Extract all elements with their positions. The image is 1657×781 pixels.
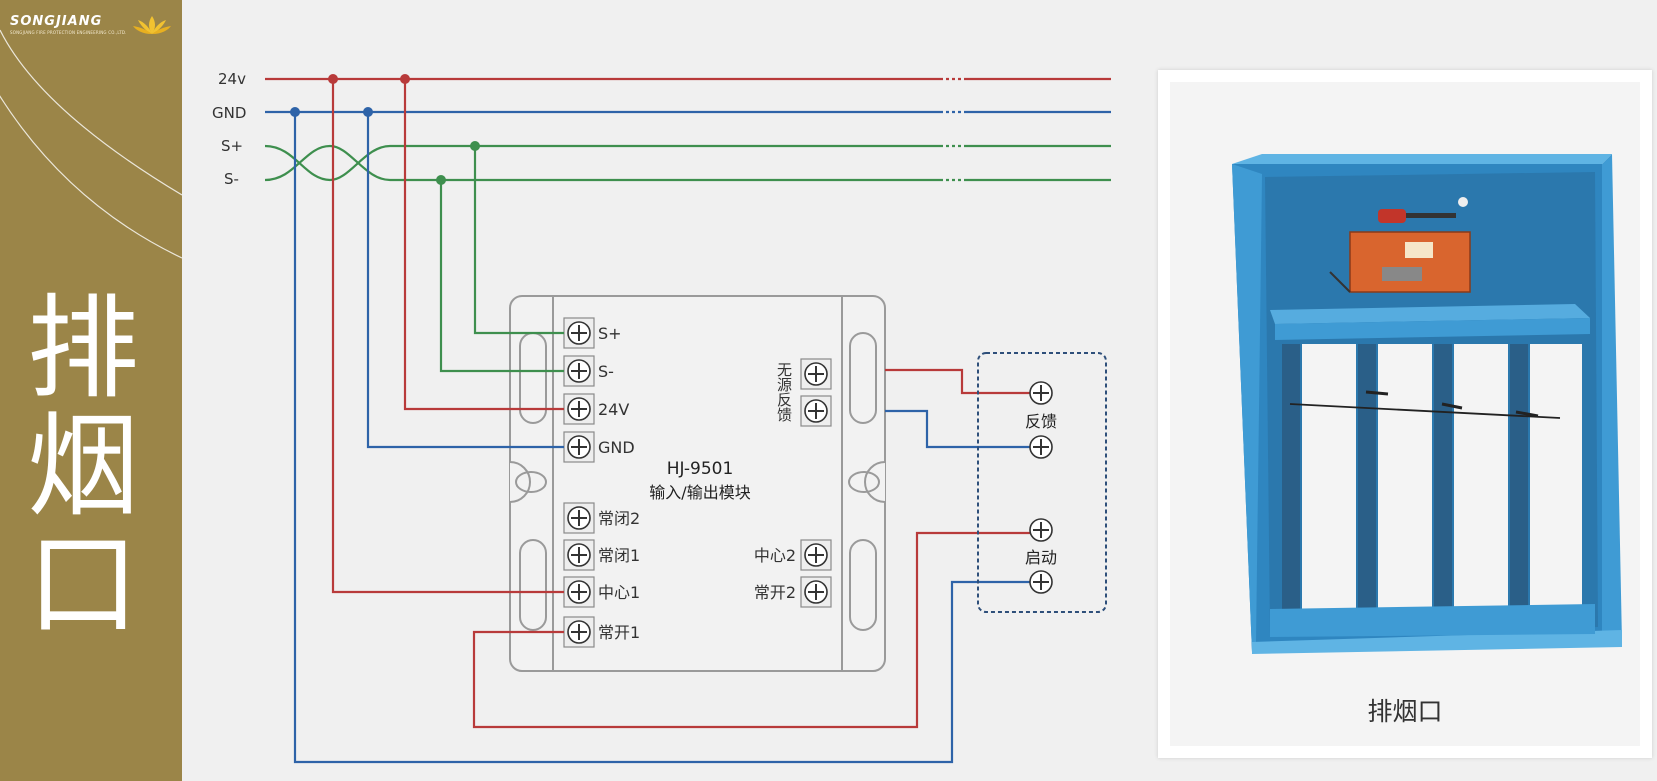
terminal-label-nc2: 常闭2: [598, 509, 640, 528]
screw-terminal-icon: [1029, 435, 1053, 459]
bus-label-s-plus: S+: [221, 137, 243, 155]
screw-terminal-icon: [563, 616, 595, 648]
bus-line-s-minus: [264, 144, 1111, 182]
wire-gnd-start: [293, 112, 1034, 764]
sidebar-title-char: 排: [27, 284, 139, 414]
wire-feedback-2: [885, 409, 1035, 449]
bus-label-s-minus: S-: [224, 170, 239, 188]
wire-s-plus: [473, 146, 564, 335]
terminal-label-nc1: 常闭1: [598, 546, 640, 565]
screw-terminal-icon: [1029, 570, 1053, 594]
wire-gnd: [366, 112, 564, 449]
module-name: 输入/输出模块: [649, 483, 750, 502]
terminal-label-gnd: GND: [598, 438, 635, 457]
terminal-label-24v: 24V: [598, 400, 629, 419]
brand-company: SONGJIANG FIRE PROTECTION ENGINEERING CO…: [10, 30, 127, 35]
wire-no1-start: [472, 531, 1034, 729]
wire-24v-com1: [331, 79, 564, 594]
terminal-label-no2: 常开2: [754, 583, 796, 602]
sidebar-title: 排 烟 口: [18, 290, 148, 644]
damper-photo: 排烟口: [1170, 82, 1640, 746]
smoke-exhaust-damper-illustration: [1232, 154, 1622, 654]
terminal-label-s-minus: S-: [598, 362, 614, 381]
screw-terminal-icon: [563, 539, 595, 571]
module-model: HJ-9501: [667, 459, 734, 479]
screw-terminal-icon: [563, 317, 595, 349]
wire-feedback-1: [885, 368, 1035, 395]
sidebar-title-char: 烟: [27, 402, 139, 532]
screw-terminal-icon: [1029, 518, 1053, 542]
screw-terminal-icon: [563, 576, 595, 608]
screw-terminal-icon: [563, 393, 595, 425]
brand-logo: SONGJIANG SONGJIANG FIRE PROTECTION ENGI…: [10, 14, 171, 35]
device-feedback-label: 反馈: [1025, 412, 1057, 431]
terminal-label-passive-feedback: 无源反馈: [775, 362, 793, 422]
screw-terminal-icon: [800, 539, 832, 571]
io-module: [509, 295, 886, 672]
screw-terminal-icon: [1029, 381, 1053, 405]
device-start-label: 启动: [1025, 548, 1057, 567]
decorative-arcs: [0, 29, 182, 259]
wire-s-minus: [439, 180, 564, 373]
screw-terminal-icon: [800, 395, 832, 427]
screw-terminal-icon: [563, 355, 595, 387]
screw-terminal-icon: [800, 358, 832, 390]
terminal-label-com1: 中心1: [598, 583, 640, 602]
screw-terminal-icon: [563, 431, 595, 463]
lotus-logo-icon: [133, 16, 171, 34]
sidebar: SONGJIANG SONGJIANG FIRE PROTECTION ENGI…: [0, 0, 182, 781]
wiring-diagram: 24v GND S+ S- S+ S- 24V GND HJ: [212, 70, 1111, 764]
damper-photo-frame: 排烟口: [1158, 70, 1652, 758]
bus-label-gnd: GND: [212, 104, 246, 122]
terminal-label-no1: 常开1: [598, 623, 640, 642]
photo-caption: 排烟口: [1367, 697, 1443, 726]
brand-name: SONGJIANG: [10, 14, 103, 29]
bus-label-24v: 24v: [218, 70, 246, 88]
bus-line-s-plus: [264, 144, 1111, 182]
device-terminal-box: [977, 352, 1107, 613]
sidebar-title-char: 口: [27, 520, 139, 650]
terminal-label-com2: 中心2: [754, 546, 796, 565]
screw-terminal-icon: [563, 502, 595, 534]
wire-24v: [403, 79, 564, 411]
terminal-label-s-plus: S+: [598, 324, 622, 343]
screw-terminal-icon: [800, 576, 832, 608]
